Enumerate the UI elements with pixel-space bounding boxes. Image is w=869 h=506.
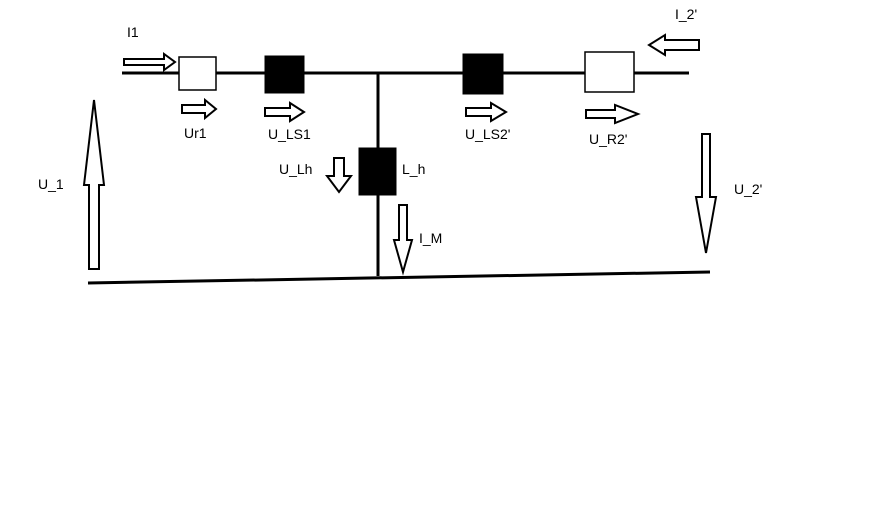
label-u-1: U_1 [38,176,64,192]
label-i1: I1 [127,24,139,40]
label-ur1: Ur1 [184,125,207,141]
label-u-2: U_2' [734,181,762,197]
arrow-u1-icon [82,99,106,270]
label-i-m: I_M [419,230,442,246]
arrow-ur1-icon [181,97,218,121]
label-u-ls1: U_LS1 [268,126,311,142]
inductor-lh [358,147,397,196]
arrow-i2-icon [647,33,700,57]
arrow-i1-icon [123,52,177,72]
label-u-lh: U_Lh [279,161,312,177]
bottom-wire [87,270,711,285]
resistor-r2 [584,51,635,93]
label-l-h: L_h [402,161,425,177]
arrow-u2-icon [694,133,718,254]
resistor-r1 [178,56,217,91]
inductor-ls2 [462,53,504,95]
label-u-ls2: U_LS2' [465,126,510,142]
arrow-im-icon [392,204,414,276]
arrow-uls1-icon [264,101,306,123]
arrow-uls2-icon [465,101,508,123]
inductor-ls1 [264,55,305,94]
label-i-2: I_2' [675,6,697,22]
arrow-ulh-icon [325,157,353,194]
label-u-r2: U_R2' [589,131,627,147]
arrow-ur2-icon [585,103,641,125]
